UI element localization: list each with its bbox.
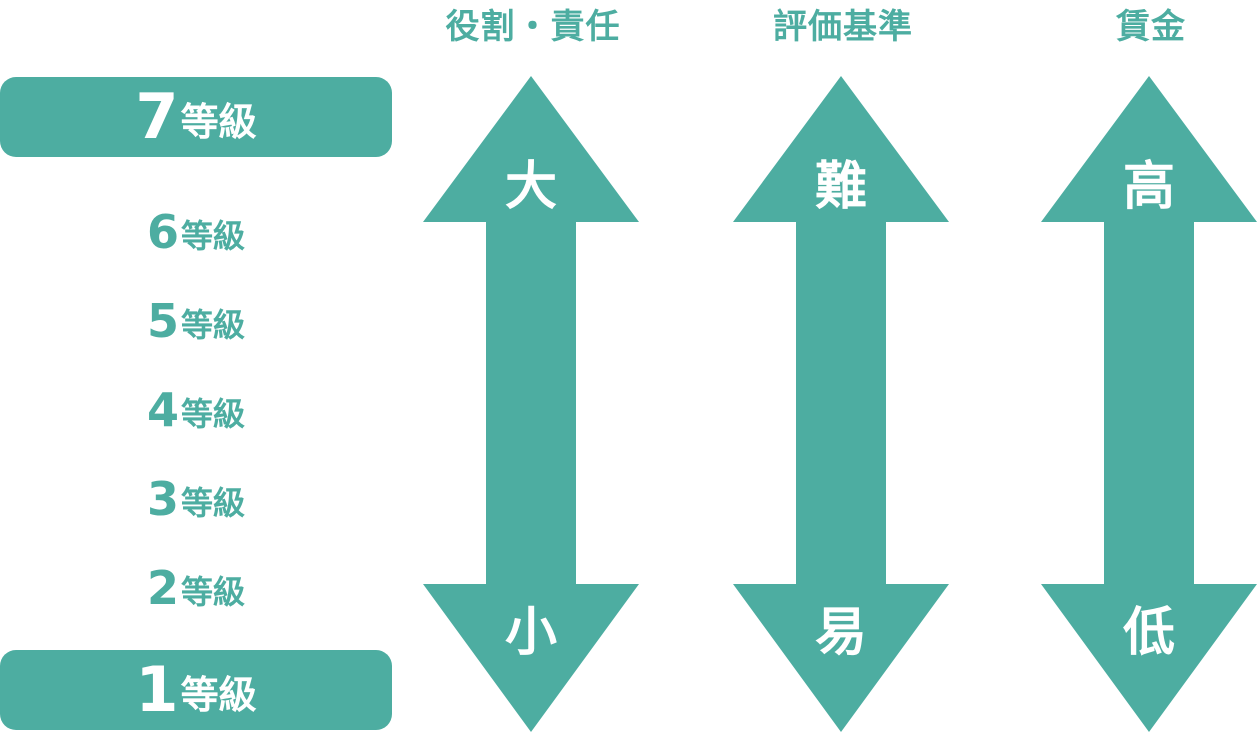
arrow-label-low: 易 [814, 602, 867, 663]
arrow-label-high: 高 [1122, 156, 1175, 217]
grade-number: 1 [135, 653, 179, 726]
grade-suffix: 等級 [180, 100, 257, 144]
column-header-wage: 賃金 [1116, 6, 1186, 47]
column-header-evaluation: 評価基準 [773, 6, 913, 47]
grade-suffix: 等級 [181, 484, 246, 522]
double-arrow-role-icon [423, 76, 639, 732]
grade-7-box: 7 等級 [0, 77, 392, 157]
grade-number: 4 [146, 383, 179, 437]
arrow-label-low: 小 [504, 602, 557, 663]
grade-2-row: 2 等級 [0, 558, 392, 618]
grade-suffix: 等級 [181, 306, 246, 344]
grade-4-row: 4 等級 [0, 380, 392, 440]
column-header-role: 役割・責任 [445, 6, 621, 47]
arrow-label-high: 難 [814, 156, 867, 217]
grade-1-box: 1 等級 [0, 650, 392, 730]
grade-3-row: 3 等級 [0, 469, 392, 529]
grade-suffix: 等級 [181, 217, 246, 255]
grade-number: 6 [146, 205, 179, 259]
grade-suffix: 等級 [180, 673, 257, 717]
double-arrow-evaluation-icon [733, 76, 949, 732]
grade-5-row: 5 等級 [0, 291, 392, 351]
grade-number: 2 [146, 561, 179, 615]
arrow-label-high: 大 [504, 156, 557, 217]
grade-number: 7 [135, 80, 179, 153]
grade-number: 5 [146, 294, 179, 348]
double-arrow-wage-icon [1041, 76, 1257, 732]
grade-suffix: 等級 [181, 395, 246, 433]
grade-6-row: 6 等級 [0, 202, 392, 262]
grade-number: 3 [146, 472, 179, 526]
arrow-label-low: 低 [1122, 602, 1175, 663]
grade-suffix: 等級 [181, 573, 246, 611]
